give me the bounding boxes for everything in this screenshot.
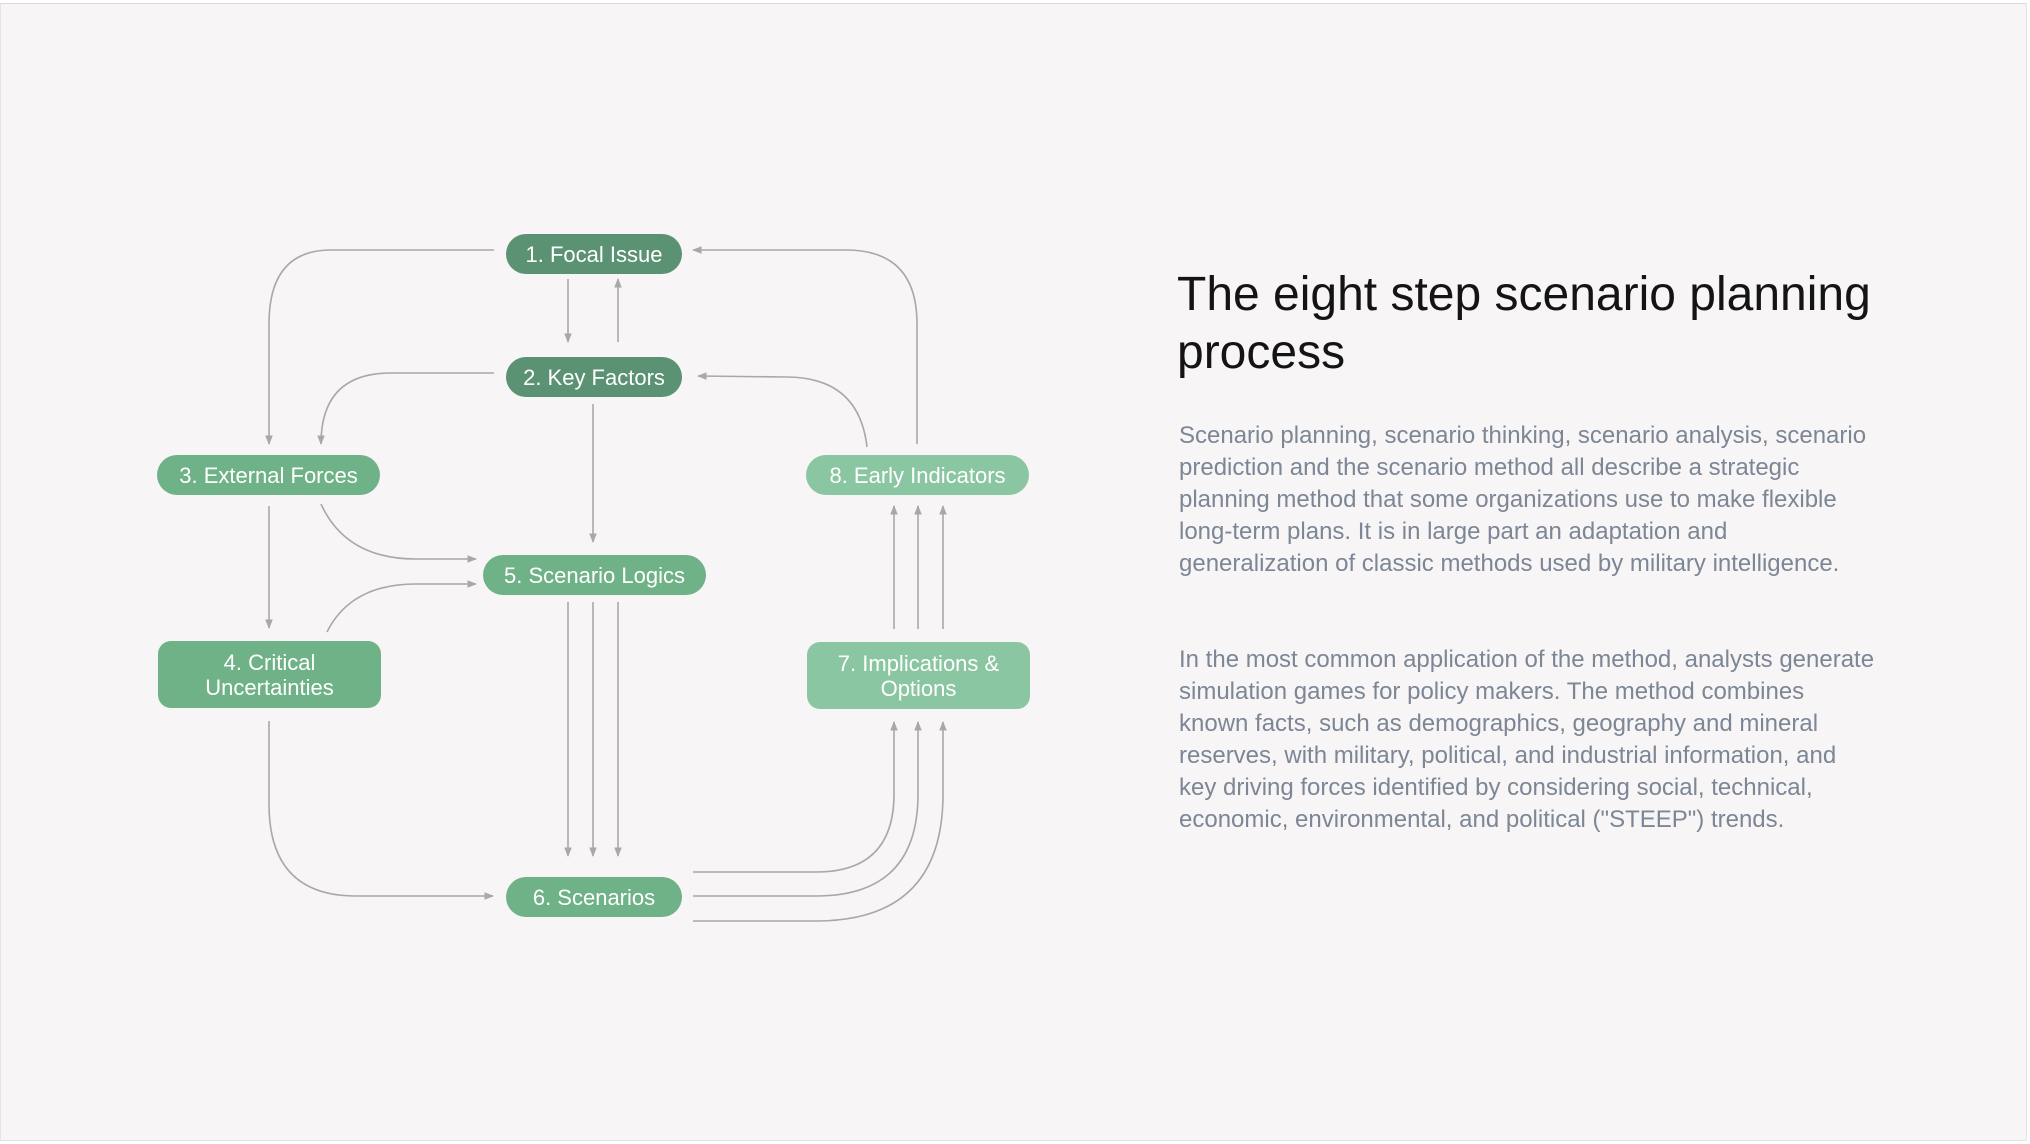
node-focal-issue: 1. Focal Issue: [506, 234, 682, 274]
node-key-factors: 2. Key Factors: [506, 357, 682, 397]
node-early-indicators: 8. Early Indicators: [806, 455, 1029, 495]
node-external-forces: 3. External Forces: [157, 455, 380, 495]
connector-scenarios-to-implications-3: [693, 721, 947, 922]
connector-focal-to-external: [265, 249, 494, 445]
connector-critical-to-scenarios: [268, 721, 494, 900]
connector-key-to-external: [317, 372, 494, 445]
connector-scenarios-to-implications-1: [693, 721, 898, 873]
page-title: The eight step scenario planning process: [1177, 268, 1871, 379]
description-paragraph-1: Scenario planning, scenario thinking, sc…: [1179, 422, 1867, 577]
slide: 1. Focal Issue 2. Key Factors 3. Externa…: [0, 3, 2027, 1141]
connector-external-to-logics: [320, 503, 477, 563]
connector-scenarios-to-implications-2: [693, 721, 922, 897]
scenario-process-diagram: 1. Focal Issue 2. Key Factors 3. Externa…: [1, 4, 1121, 1142]
node-scenarios: 6. Scenarios: [506, 877, 682, 917]
description-paragraph-2: In the most common application of the me…: [1179, 646, 1875, 833]
connector-indicators-to-key: [697, 372, 868, 448]
node-critical-uncertainties: 4. Critical Uncertainties: [158, 641, 381, 708]
connector-layer: [265, 246, 947, 922]
node-scenario-logics: 5. Scenario Logics: [483, 555, 706, 595]
connector-indicators-to-focal: [692, 246, 918, 444]
connector-critical-to-logics: [326, 580, 477, 633]
node-implications-options: 7. Implications & Options: [807, 642, 1030, 709]
